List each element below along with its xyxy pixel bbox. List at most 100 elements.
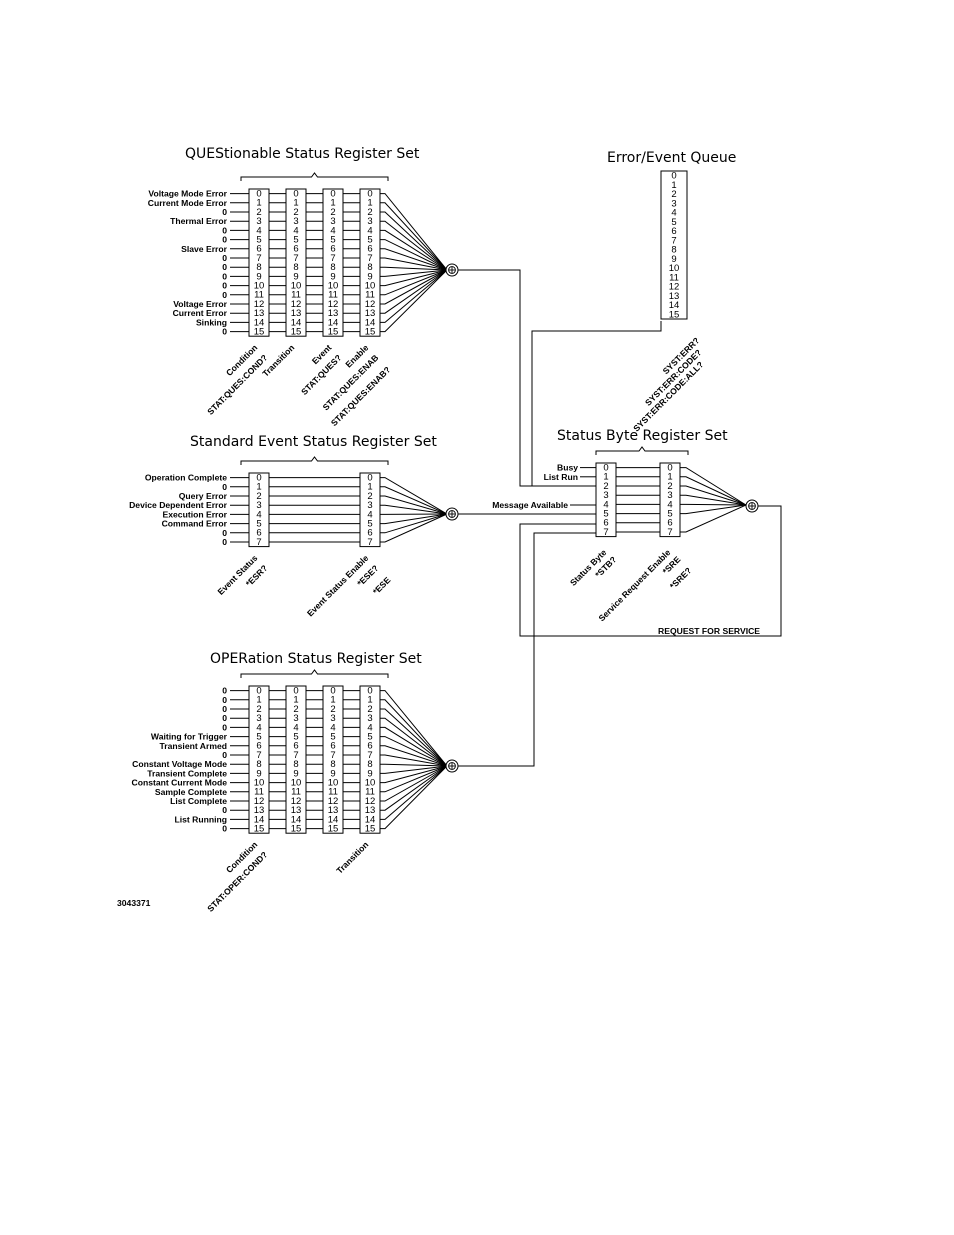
- summary-wire: [380, 229, 448, 271]
- bit-number: 4: [367, 509, 372, 520]
- bit-number: 0: [367, 473, 372, 484]
- bit-number: 10: [328, 281, 339, 292]
- bit-number: 11: [328, 787, 338, 798]
- bit-number: 11: [254, 290, 264, 301]
- bit-number: 2: [367, 704, 372, 715]
- summary-wire: [380, 239, 448, 271]
- bit-number: 3: [367, 713, 372, 724]
- bit-label: 0: [222, 695, 227, 705]
- summary-wire: [380, 504, 448, 515]
- bit-number: 7: [330, 750, 335, 761]
- bit-number: 8: [293, 759, 298, 770]
- bit-number: 15: [328, 327, 339, 338]
- bit-number: 1: [671, 180, 676, 191]
- bit-number: 7: [293, 253, 298, 264]
- request-for-service-label: REQUEST FOR SERVICE: [658, 626, 760, 636]
- bit-number: 0: [367, 189, 372, 200]
- message-available-label: Message Available: [492, 500, 568, 510]
- bit-number: 14: [328, 317, 339, 328]
- bit-label: 0: [222, 225, 227, 235]
- bit-label: List Complete: [170, 796, 227, 806]
- summary-wire: [380, 211, 448, 271]
- bit-label: 0: [222, 528, 227, 538]
- bit-number: 11: [291, 290, 301, 301]
- status-byte-title: Status Byte Register Set: [557, 428, 728, 444]
- bit-number: 5: [256, 519, 261, 530]
- bit-number: 8: [367, 759, 372, 770]
- operation-brace: [240, 669, 389, 678]
- bit-label: 0: [222, 253, 227, 263]
- bit-number: 13: [669, 291, 680, 302]
- summary-wire: [380, 765, 448, 820]
- bit-label: 0: [222, 290, 227, 300]
- bit-number: 8: [330, 262, 335, 273]
- bit-number: 0: [330, 686, 335, 697]
- bit-number: 14: [669, 300, 680, 311]
- bit-number: 11: [328, 290, 338, 301]
- register-box: [285, 685, 307, 834]
- bit-number: 3: [671, 198, 676, 209]
- bit-number: 0: [256, 686, 261, 697]
- summary-wire: [380, 269, 448, 296]
- bit-number: 1: [330, 695, 335, 706]
- error-queue-route: [531, 321, 662, 486]
- bit-number: 7: [293, 750, 298, 761]
- bit-number: 4: [330, 722, 335, 733]
- questionable-title: QUEStionable Status Register Set: [185, 146, 420, 162]
- summary-wire: [680, 467, 747, 506]
- bit-number: 1: [367, 482, 372, 493]
- bit-number: 5: [330, 235, 335, 246]
- bit-number: 3: [256, 500, 261, 511]
- questionable-brace: [240, 172, 389, 181]
- bit-number: 8: [256, 262, 261, 273]
- list-run-label: List Run: [544, 472, 578, 482]
- bit-number: 10: [669, 263, 680, 274]
- bit-number: 2: [671, 189, 676, 200]
- bit-number: 10: [365, 778, 376, 789]
- register-box: [248, 685, 270, 834]
- summary-wire: [380, 486, 448, 515]
- summary-wire: [380, 765, 448, 802]
- summary-wire: [680, 476, 747, 506]
- bit-number: 3: [330, 216, 335, 227]
- summary-wire: [380, 765, 448, 793]
- bit-number: 0: [256, 189, 261, 200]
- bit-number: 12: [669, 282, 680, 293]
- bit-label: 0: [222, 281, 227, 291]
- bit-number: 0: [671, 171, 676, 182]
- bit-number: 4: [256, 509, 261, 520]
- bit-label: Current Mode Error: [148, 198, 228, 208]
- bit-number: 3: [667, 490, 672, 501]
- bit-number: 15: [365, 824, 376, 835]
- bit-number: 1: [367, 695, 372, 706]
- bit-label: 0: [222, 537, 227, 547]
- bit-number: 12: [254, 796, 265, 807]
- bit-number: 12: [291, 796, 302, 807]
- summary-wire: [380, 269, 448, 277]
- operation-title: OPERation Status Register Set: [210, 651, 422, 667]
- bit-label: 0: [222, 482, 227, 492]
- register-name: Transition: [334, 840, 370, 876]
- bit-number: 1: [256, 198, 261, 209]
- bit-number: 4: [367, 722, 372, 733]
- bit-number: 10: [254, 281, 265, 292]
- bit-number: 13: [328, 805, 339, 816]
- bit-number: 5: [367, 519, 372, 530]
- bit-number: 1: [256, 695, 261, 706]
- bit-number: 12: [365, 796, 376, 807]
- bit-number: 5: [667, 509, 672, 520]
- bit-number: 14: [365, 317, 376, 328]
- bit-number: 7: [256, 750, 261, 761]
- summary-wire: [380, 193, 448, 271]
- bit-number: 3: [367, 216, 372, 227]
- bit-number: 0: [367, 686, 372, 697]
- static-wiring: [230, 193, 782, 830]
- bit-number: 2: [603, 481, 608, 492]
- bit-number: 5: [603, 509, 608, 520]
